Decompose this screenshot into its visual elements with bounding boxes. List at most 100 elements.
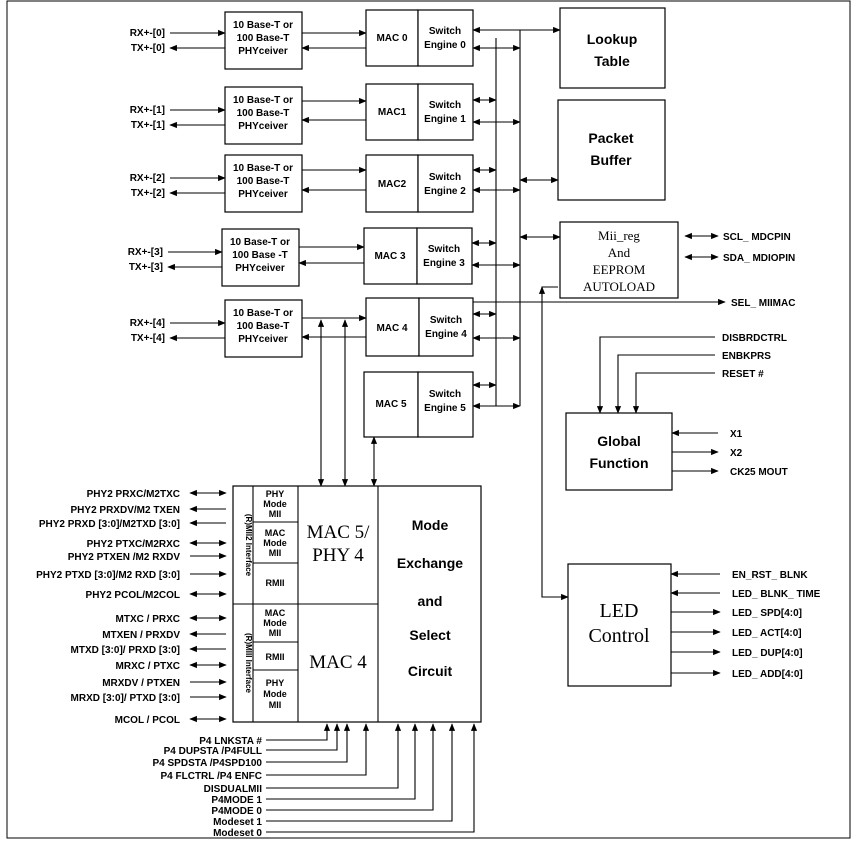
rmii-interface-label: (R)MIII Interface [244,633,253,694]
packet-buffer-box [557,99,666,201]
mode-top-1-line-3: MII [269,509,282,519]
bottom-signal-label: P4 DUPSTA /P4FULL [164,746,262,757]
sel-miimac-label: SEL_ MIIMAC [731,298,795,309]
mac-box [365,9,419,67]
switch-engine-box [417,154,474,213]
phy-line-1: 10 Base-T or [233,163,293,174]
left-signal-label: MRXC / PTXC [116,661,180,672]
port-row-1: RX+-[1] TX+-[1] 10 Base-T or 100 Base-T … [130,83,474,145]
mii-reg-line-1: Mii_reg [598,228,640,243]
mode-bottom-3-line-1: PHY [266,678,285,688]
bottom-signal-label: Modeset 0 [213,828,262,839]
left-signal-label: MTXC / PRXC [116,614,180,625]
mode-top-2-line-1: MAC [265,528,286,538]
mode-bottom-1-line-3: MII [269,628,282,638]
sda-mdiopin-label: SDA_ MDIOPIN [723,253,795,264]
mii-to-led-line [541,286,569,601]
engine-line-1: Switch [429,389,461,400]
engine-line-2: Engine 0 [424,40,466,51]
global-function-line-2: Function [589,455,648,471]
mac-label: MAC 0 [376,33,408,44]
mode-bottom-3-line-2: Mode [263,689,287,699]
enbkprs-label: ENBKPRS [722,351,771,362]
left-signal-label: PHY2 PTXEN /M2 RXDV [68,552,181,563]
bottom-signal-label: DISDUALMII [204,784,263,795]
mode-bottom-3-line-3: MII [269,700,282,710]
rx-signal-label: RX+-[0] [130,28,165,39]
led-control-box [567,563,672,687]
rx-signal-label: RX+-[2] [130,173,165,184]
mac5-phy4-line-2: PHY 4 [312,545,364,566]
switch-engine-box [416,227,473,285]
phy-line-3: PHYceiver [238,121,288,132]
exchange-line-5: Circuit [408,663,453,679]
left-signal-label: MRXDV / PTXEN [102,678,180,689]
tx-signal-label: TX+-[1] [131,120,165,131]
lookup-table-line-2: Table [594,53,630,69]
engine-line-1: Switch [428,244,460,255]
packet-buffer-line-2: Buffer [590,152,632,168]
mac-label: MAC1 [378,107,407,118]
exchange-line-1: Mode [412,517,449,533]
mii-reg-line-2: And [608,245,631,260]
led-add-label: LED_ ADD[4:0] [732,669,803,680]
phy-transceiver-box [224,154,303,213]
left-signal-label: PHY2 PRXDV/M2 TXEN [71,505,180,516]
left-signal-label: PHY2 PRXD [3:0]/M2TXD [3:0] [39,519,180,530]
packet-buffer-line-1: Packet [588,130,633,146]
engine-line-2: Engine 1 [424,114,466,125]
bottom-signal-label: P4 FLCTRL /P4 ENFC [161,771,263,782]
mii-reg-line-3: EEPROM [593,262,646,277]
tx-signal-label: TX+-[4] [131,333,165,344]
exchange-line-4: Select [409,627,451,643]
tx-signal-label: TX+-[0] [131,43,165,54]
switch-engine-box [417,83,474,141]
port-row-5: MAC 5 Switch Engine 5 [363,371,474,438]
bottom-signal-label: P4MODE 0 [211,806,262,817]
mac-label: MAC 4 [376,323,408,334]
switch-engine-box [418,297,474,357]
diagram-frame [6,0,851,839]
phy-line-1: 10 Base-T or [233,308,293,319]
phy-line-2: 100 Base-T [237,108,290,119]
mac-box [365,297,420,357]
left-signal-label: PHY2 PTXD [3:0]/M2 RXD [3:0] [36,570,180,581]
rx-signal-label: RX+-[1] [130,105,165,116]
mac-label: MAC 5 [375,399,407,410]
mac-box [365,83,419,141]
exchange-line-3: and [418,593,443,609]
reset-label: RESET # [722,369,764,380]
tx-signal-label: TX+-[2] [131,188,165,199]
left-signal-label: PHY2 PCOL/M2COL [86,590,180,601]
led-dup-label: LED_ DUP[4:0] [732,648,803,659]
mac5-phy4-line-1: MAC 5/ [307,522,371,543]
x1-label: X1 [730,429,743,440]
phy-line-2: 100 Base-T [237,33,290,44]
scl-mdcpin-label: SCL_ MDCPIN [723,232,791,243]
left-signal-label: MCOL / PCOL [115,715,180,726]
left-signal-label: MTXEN / PRXDV [102,630,180,641]
engine-line-2: Engine 5 [424,403,466,414]
phy-transceiver-box [224,86,303,145]
mac-box [363,227,418,285]
mii-reg-box [559,221,679,299]
bottom-signal-group: P4 LNKSTA # P4 DUPSTA /P4FULL P4 SPDSTA … [153,723,478,839]
mac-label: MAC2 [378,179,407,190]
mode-top-3-line-1: RMII [266,578,285,588]
switch-engine-box [417,9,474,67]
bottom-signal-label: P4 LNKSTA # [199,736,262,747]
phy-line-2: 100 Base-T [237,176,290,187]
phy-line-3: PHYceiver [238,189,288,200]
led-control-line-1: LED [600,600,639,622]
phy-transceiver-box [221,228,300,287]
mode-exchange-block: (R)MII2 Interface (R)MIII Interface PHY … [232,485,482,723]
left-signal-label: MTXD [3:0]/ PRXD [3:0] [71,645,180,656]
engine-line-2: Engine 3 [423,258,465,269]
engine-line-1: Switch [429,100,461,111]
mode-bottom-1-line-2: Mode [263,618,287,628]
phy-line-3: PHYceiver [238,46,288,57]
mac-label: MAC 3 [374,251,406,262]
led-spd-label: LED_ SPD[4:0] [732,608,802,619]
engine-line-1: Switch [429,26,461,37]
left-signal-label: MRXD [3:0]/ PTXD [3:0] [71,693,180,704]
